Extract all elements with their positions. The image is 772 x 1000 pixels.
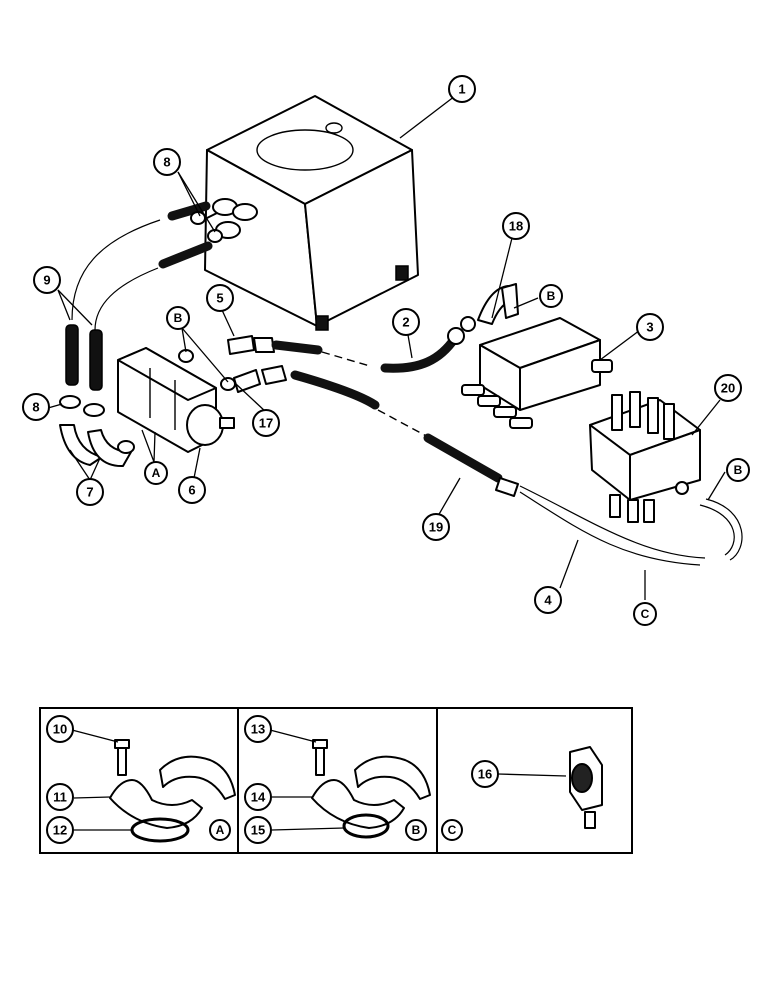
panel-letter-a-label: A [216,823,225,837]
panel-letter-a: A [209,819,231,841]
callout-16-label: 16 [478,767,492,782]
callout-19: 19 [422,513,450,541]
callout-16: 16 [471,760,499,788]
callout-13: 13 [244,715,272,743]
panel-letter-c-label: C [448,823,457,837]
panel-letter-b: B [405,819,427,841]
hose-19-and-tube-4 [423,433,743,566]
callout-13-label: 13 [251,722,265,737]
callout-20-label: 20 [721,381,735,396]
tank-outlet-ports [212,198,258,239]
callout-2-label: 2 [402,315,409,330]
suction-hoses [59,201,223,468]
letter-b-pump-label: B [174,311,183,325]
letter-c-hose: C [633,602,657,626]
panel-c-parts [569,746,603,829]
callout-20: 20 [714,374,742,402]
callout-14-label: 14 [251,790,266,805]
callout-8-left-label: 8 [32,400,39,415]
callout-11: 11 [46,783,74,811]
callout-5: 5 [206,284,234,312]
control-valve-3 [461,317,613,429]
callout-4: 4 [534,586,562,614]
letter-c-hose-label: C [641,607,650,621]
callout-10-label: 10 [53,722,67,737]
control-valve-20 [589,391,701,523]
letter-b-elbow: B [539,284,563,308]
callout-10: 10 [46,715,74,743]
callout-6-label: 6 [188,483,195,498]
panel-b-parts [311,739,431,839]
callout-9: 9 [33,266,61,294]
return-hose-and-elbow [380,283,519,373]
callout-7-label: 7 [86,485,93,500]
callout-7: 7 [76,478,104,506]
panel-letter-b-label: B [412,823,421,837]
callout-1: 1 [448,75,476,103]
panel-letter-c: C [441,819,463,841]
callout-4-label: 4 [544,593,552,608]
letter-b-valve-label: B [734,463,743,477]
pressure-hoses [227,335,431,439]
callout-15-label: 15 [251,823,265,838]
valve-20-levers [609,391,675,523]
callout-8-left: 8 [22,393,50,421]
callout-6: 6 [178,476,206,504]
leader-lines [47,95,726,600]
letter-b-valve: B [726,458,750,482]
callout-14: 14 [244,783,272,811]
hydraulic-reservoir-tank [204,95,419,331]
callout-3-label: 3 [646,320,653,335]
callout-9-label: 9 [43,273,50,288]
callout-8-top: 8 [153,148,181,176]
callout-5-label: 5 [216,291,223,306]
callout-19-label: 19 [429,520,443,535]
letter-b-pump: B [166,306,190,330]
valve-spools [461,384,533,429]
callout-8-top-label: 8 [163,155,170,170]
callout-18-label: 18 [509,219,523,234]
callout-3: 3 [636,313,664,341]
callout-11-label: 11 [53,790,67,805]
letter-a-pump-label: A [152,466,161,480]
callout-15: 15 [244,816,272,844]
callout-1-label: 1 [458,82,465,97]
callout-12: 12 [46,816,74,844]
callout-17: 17 [252,409,280,437]
letter-b-elbow-label: B [547,289,556,303]
detail-panel: 10 11 12 A 13 14 15 B 16 C [39,707,633,854]
panel-a-parts [109,739,236,843]
callout-17-label: 17 [259,416,273,431]
callout-2: 2 [392,308,420,336]
letter-a-pump: A [144,461,168,485]
callout-18: 18 [502,212,530,240]
hydraulic-gear-pump [117,347,236,454]
callout-12-label: 12 [53,823,67,838]
